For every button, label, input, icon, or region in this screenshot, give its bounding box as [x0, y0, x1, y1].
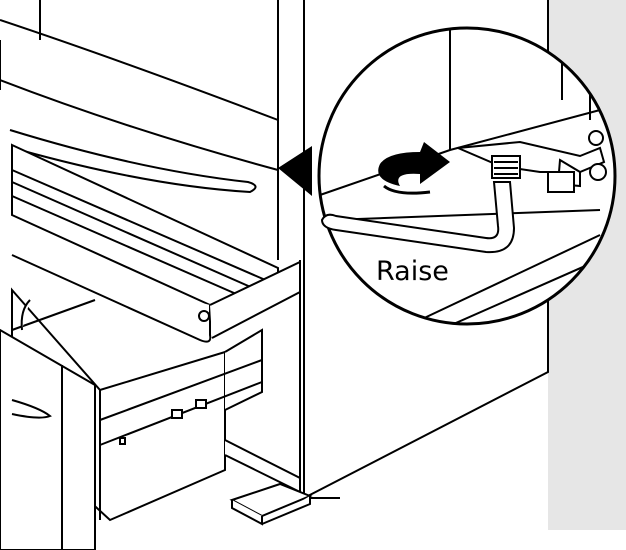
drawer-cover	[11, 143, 301, 343]
raise-label: Raise	[376, 256, 449, 287]
callout-pointer	[278, 146, 312, 196]
zoom-callout: Raise	[317, 26, 617, 326]
rotate-arrow-icon	[378, 142, 450, 195]
upper-door	[0, 0, 279, 194]
lower-door	[0, 328, 96, 550]
hex-wrench-icon	[320, 181, 516, 254]
leveling-leg-icon	[457, 130, 607, 193]
floor-background	[0, 530, 626, 550]
floor-rail	[224, 439, 313, 526]
